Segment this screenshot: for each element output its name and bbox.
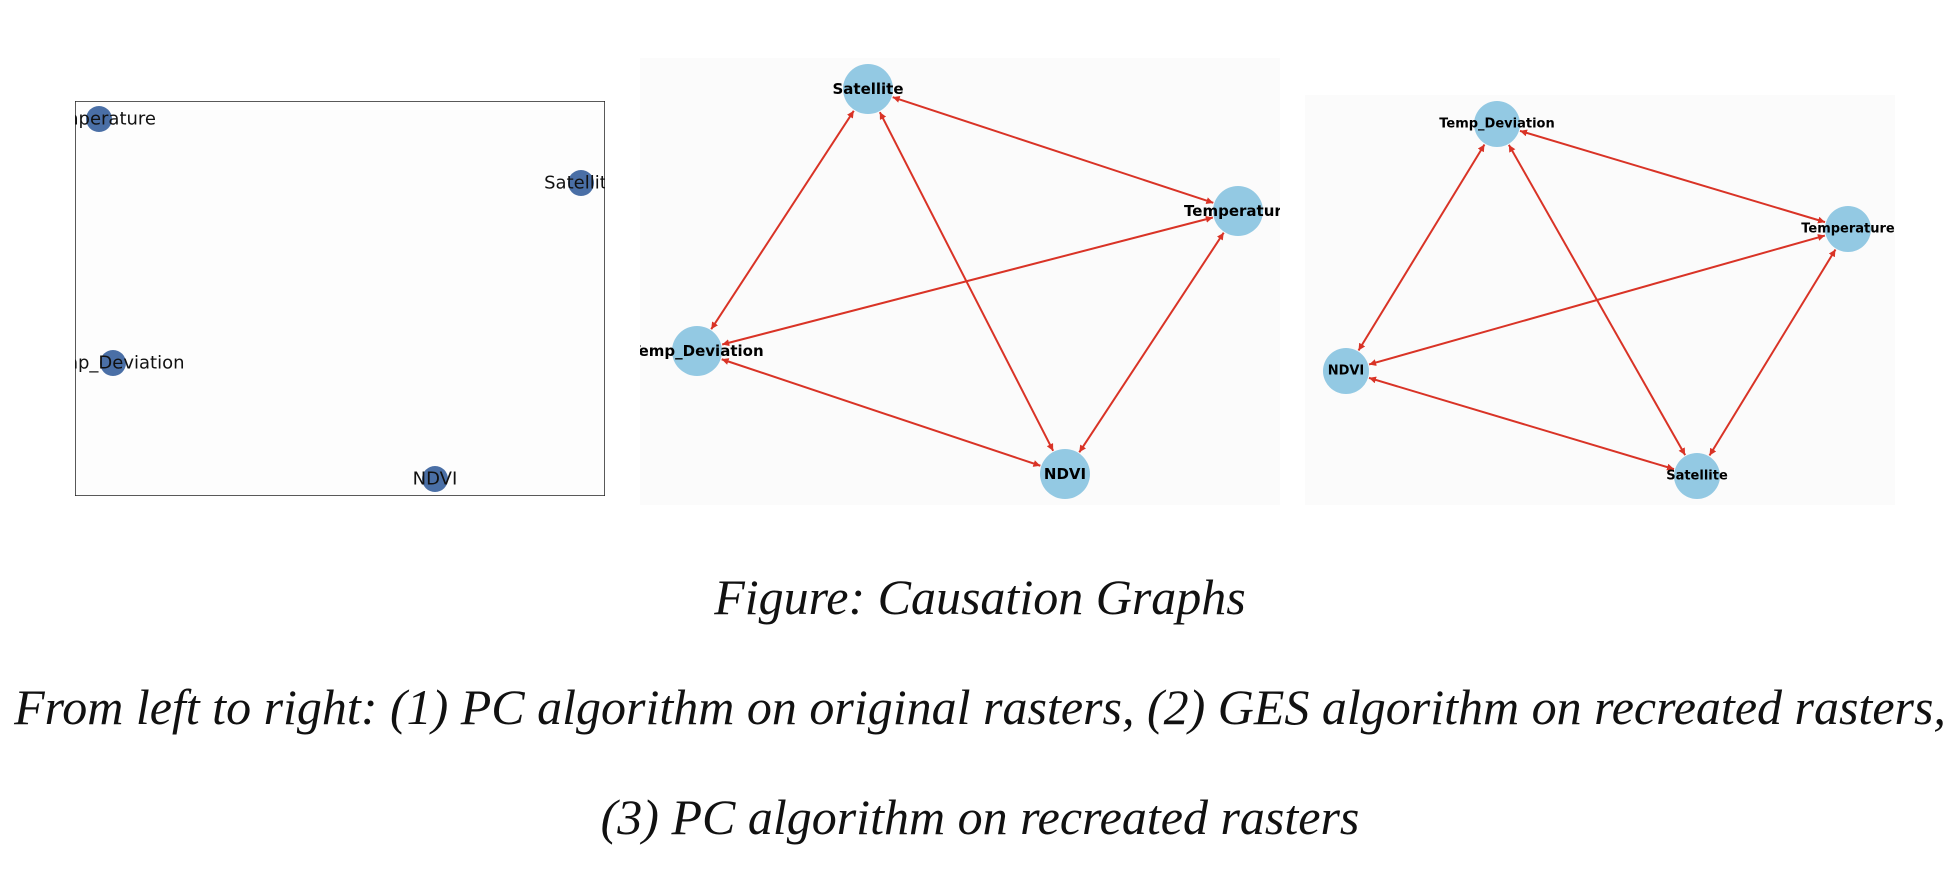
node-ndvi: NDVI — [413, 466, 458, 492]
node-label-temp-deviation: Temp_Deviation — [630, 342, 763, 360]
node-label-temp-deviation: Temp_Deviation — [1439, 117, 1554, 132]
node-circle-temperature — [1825, 206, 1871, 252]
node-circle-temp-deviation — [672, 326, 722, 376]
node-label-ndvi: NDVI — [1044, 465, 1086, 483]
node-label-satellite: Satellite — [544, 173, 618, 194]
node-satellite: Satellite — [1666, 453, 1728, 499]
node-circle-temperature — [1213, 186, 1263, 236]
node-ndvi: NDVI — [1040, 449, 1090, 499]
node-temp-deviation: Temp_Deviation — [40, 350, 185, 376]
node-label-temperature: Temperature — [1184, 202, 1292, 220]
node-temp-deviation: Temp_Deviation — [1439, 101, 1555, 147]
node-temperature: Temperature — [1184, 186, 1292, 236]
figure-caption-line-1: From left to right: (1) PC algorithm on … — [14, 679, 1946, 735]
node-label-temp-deviation: Temp_Deviation — [40, 353, 184, 374]
node-circle-satellite — [1674, 453, 1720, 499]
node-circle-ndvi — [1323, 348, 1369, 394]
node-label-ndvi: NDVI — [1328, 364, 1365, 379]
edge-temp-deviation-ndvi — [721, 358, 1041, 467]
edge-temperature-ndvi — [1078, 232, 1225, 453]
node-satellite: Satellite — [544, 170, 618, 196]
node-temperature: Temperature — [41, 106, 156, 132]
node-circle-ndvi — [422, 466, 448, 492]
panel-frame — [75, 101, 605, 496]
node-temperature: Temperature — [1801, 206, 1895, 252]
node-label-satellite: Satellite — [832, 80, 903, 98]
node-circle-temp-deviation — [100, 350, 126, 376]
node-satellite: Satellite — [832, 64, 904, 114]
edge-temperature-satellite — [1708, 248, 1837, 457]
node-label-temperature: Temperature — [1801, 222, 1895, 237]
node-circle-satellite — [568, 170, 594, 196]
node-label-ndvi: NDVI — [413, 469, 458, 490]
figure-caption-line-2: (3) PC algorithm on recreated rasters — [600, 789, 1360, 845]
node-circle-temp-deviation — [1474, 101, 1520, 147]
node-label-temperature: Temperature — [41, 109, 156, 130]
edge-ndvi-satellite — [1368, 376, 1675, 471]
node-circle-satellite — [843, 64, 893, 114]
node-temp-deviation: Temp_Deviation — [630, 326, 764, 376]
node-ndvi: NDVI — [1323, 348, 1369, 394]
node-label-satellite: Satellite — [1666, 469, 1728, 484]
node-circle-temperature — [86, 106, 112, 132]
figure-title: Figure: Causation Graphs — [714, 569, 1246, 625]
node-circle-ndvi — [1040, 449, 1090, 499]
